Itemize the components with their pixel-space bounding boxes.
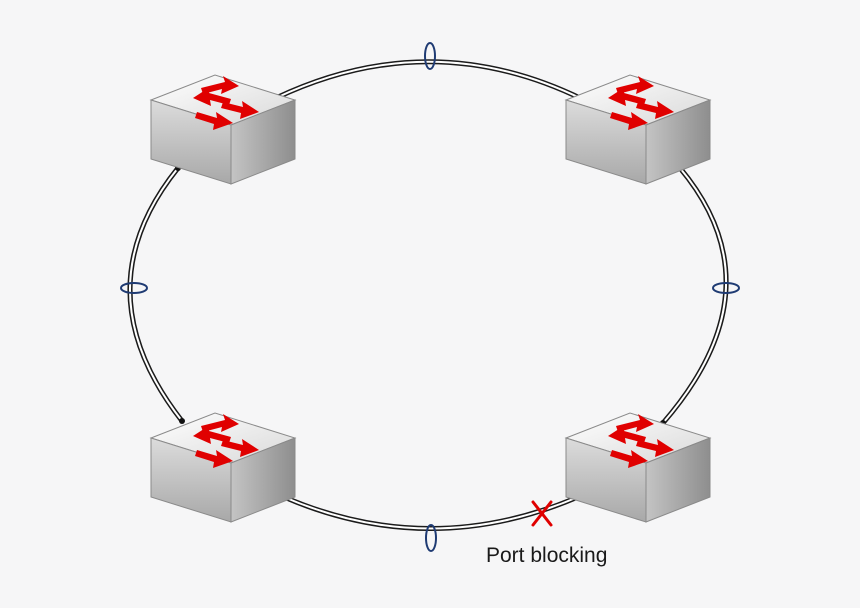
switch-top-left: [150, 74, 296, 185]
bundle-marker-top: [424, 42, 436, 70]
bundle-marker-left: [120, 282, 148, 294]
bundle-marker-bottom: [425, 524, 437, 552]
link-right: [661, 166, 729, 425]
switch-bottom-left: [150, 412, 296, 523]
switch-top-right: [565, 74, 711, 185]
bundle-marker-right: [712, 282, 740, 294]
switch-bottom-right: [565, 412, 711, 523]
bundle-markers: [120, 42, 740, 552]
blocked-port-x-icon: [531, 500, 553, 527]
port-blocking-label: Port blocking: [486, 544, 608, 567]
